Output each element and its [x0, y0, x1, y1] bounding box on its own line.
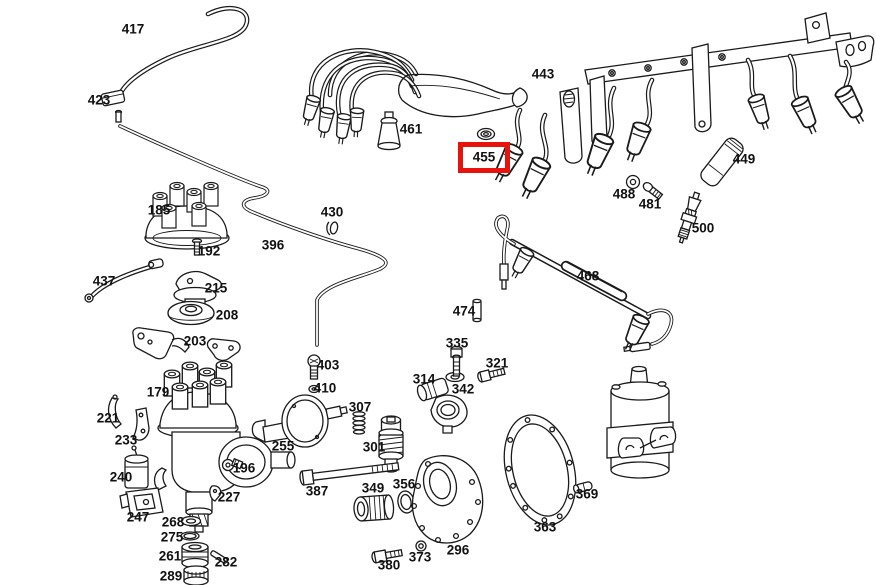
part-label-455[interactable]: 455 [472, 149, 496, 165]
part-label-275[interactable]: 275 [160, 529, 184, 545]
part-255-vacuum-unit [251, 394, 348, 448]
part-268-washer [180, 515, 202, 527]
part-label-468[interactable]: 468 [576, 268, 600, 284]
part-label-410[interactable]: 410 [313, 380, 337, 396]
part-label-403[interactable]: 403 [316, 357, 340, 373]
part-label-227[interactable]: 227 [217, 489, 241, 505]
part-label-261[interactable]: 261 [158, 548, 182, 564]
part-label-307[interactable]: 307 [348, 399, 372, 415]
part-430-clip [326, 221, 339, 236]
part-label-208[interactable]: 208 [215, 307, 239, 323]
ignition-coil [606, 365, 677, 479]
part-label-255[interactable]: 255 [271, 438, 295, 454]
part-307-spring [352, 411, 366, 435]
part-289-cap [183, 565, 209, 585]
part-label-387[interactable]: 387 [305, 483, 329, 499]
part-314-lever [416, 377, 468, 434]
part-227-clamp [209, 485, 222, 502]
part-396-wire [118, 124, 388, 347]
part-label-461[interactable]: 461 [399, 121, 423, 137]
part-label-443[interactable]: 443 [531, 66, 555, 82]
part-410-nut [308, 384, 320, 394]
part-label-282[interactable]: 282 [214, 554, 238, 570]
part-247-bracket [119, 487, 164, 518]
mounting-rail [559, 12, 875, 164]
part-label-247[interactable]: 247 [126, 509, 150, 525]
part-349-plug [353, 494, 395, 522]
highlight-box-455[interactable] [458, 142, 510, 173]
part-488-washer [625, 174, 641, 190]
part-label-296[interactable]: 296 [446, 542, 470, 558]
part-label-373[interactable]: 373 [408, 549, 432, 565]
part-437-lead-wire [84, 258, 164, 303]
part-label-396[interactable]: 396 [261, 237, 285, 253]
part-373-washer [415, 540, 427, 552]
part-label-380[interactable]: 380 [377, 557, 401, 573]
part-label-423[interactable]: 423 [87, 92, 111, 108]
part-label-449[interactable]: 449 [732, 151, 756, 167]
part-185-distributor-cap [144, 181, 230, 250]
part-label-321[interactable]: 321 [485, 355, 509, 371]
part-296-timing-cover [410, 455, 484, 544]
part-label-481[interactable]: 481 [638, 196, 662, 212]
part-label-203[interactable]: 203 [183, 333, 207, 349]
part-label-192[interactable]: 192 [197, 243, 221, 259]
part-203-contact-set [132, 327, 241, 362]
part-179-distributor [153, 360, 296, 533]
part-label-474[interactable]: 474 [452, 303, 476, 319]
part-500-spark-plug [677, 191, 702, 244]
part-label-342[interactable]: 342 [451, 381, 475, 397]
part-423-fitting [100, 89, 126, 123]
part-label-179[interactable]: 179 [146, 384, 170, 400]
part-221-lever [107, 394, 122, 429]
part-label-363[interactable]: 363 [533, 519, 557, 535]
part-label-335[interactable]: 335 [445, 335, 469, 351]
part-196-fitting [221, 457, 244, 472]
part-282-pin [210, 550, 228, 564]
part-label-233[interactable]: 233 [114, 432, 138, 448]
part-261-coupling [181, 541, 209, 569]
part-369-sleeve [572, 481, 593, 494]
part-275-washer [180, 531, 200, 541]
part-label-430[interactable]: 430 [320, 204, 344, 220]
part-468-cable-set [494, 214, 674, 355]
part-label-356[interactable]: 356 [392, 476, 416, 492]
part-240-condenser [124, 445, 149, 489]
part-335-bolt [450, 345, 463, 377]
part-481-bolt [642, 181, 664, 201]
part-192-screw [191, 238, 203, 256]
part-403-screw [307, 354, 321, 380]
part-label-301[interactable]: 301 [362, 439, 386, 455]
part-label-268[interactable]: 268 [161, 514, 185, 530]
part-363-gasket [503, 414, 577, 526]
part-label-349[interactable]: 349 [361, 480, 385, 496]
part-321-screw [477, 367, 506, 383]
part-label-215[interactable]: 215 [204, 280, 228, 296]
part-label-488[interactable]: 488 [612, 186, 636, 202]
part-474-pin [472, 298, 482, 323]
part-label-314[interactable]: 314 [412, 371, 436, 387]
part-label-196[interactable]: 196 [232, 460, 256, 476]
part-label-437[interactable]: 437 [92, 273, 116, 289]
hanging-plug-wires [488, 53, 871, 203]
part-label-500[interactable]: 500 [691, 220, 715, 236]
part-455-grommet [476, 127, 496, 141]
part-label-369[interactable]: 369 [575, 486, 599, 502]
part-label-185[interactable]: 185 [147, 202, 171, 218]
part-label-417[interactable]: 417 [121, 21, 145, 37]
part-449-sleeve [700, 137, 744, 187]
part-417-hose [116, 5, 250, 101]
part-label-240[interactable]: 240 [109, 469, 133, 485]
part-233-lever [132, 407, 150, 441]
part-label-221[interactable]: 221 [96, 410, 120, 426]
part-387-bolt [299, 462, 400, 486]
part-208-dust-shield [167, 300, 215, 326]
part-380-bolt [371, 548, 403, 564]
part-461-insulator [377, 111, 401, 151]
part-label-289[interactable]: 289 [159, 568, 183, 584]
part-443-duct [397, 73, 528, 118]
